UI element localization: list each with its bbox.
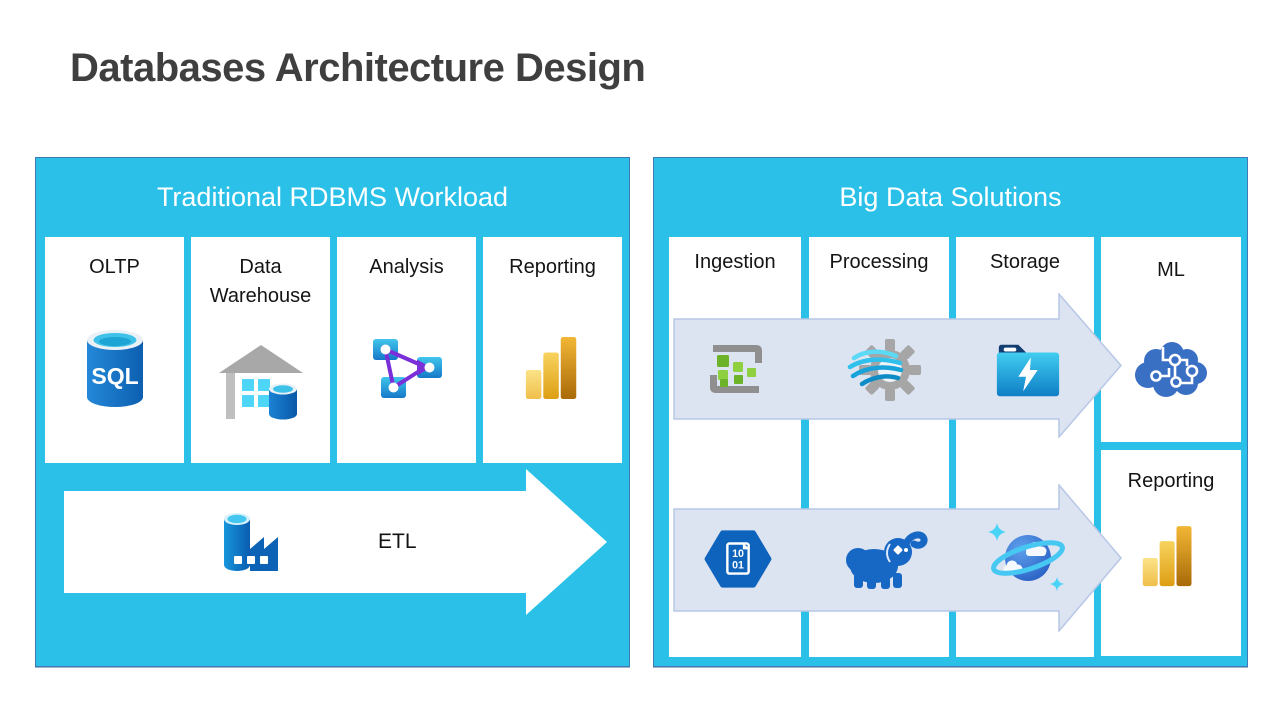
- left-panel-columns: OLTP SQL Data Warehouse: [45, 237, 622, 463]
- sql-database-icon: SQL: [82, 282, 148, 463]
- etl-label: ETL: [378, 530, 417, 553]
- column-reporting: Reporting: [483, 237, 622, 463]
- cell-reporting-label: Reporting: [1127, 470, 1215, 492]
- etl-arrow: ETL: [64, 469, 609, 615]
- svg-text:SQL: SQL: [91, 363, 138, 389]
- cell-ml: ML: [1101, 237, 1241, 442]
- cell-ml-label: ML: [1157, 259, 1185, 281]
- data-factory-icon: [220, 509, 296, 575]
- cell-reporting: Reporting: [1101, 450, 1241, 656]
- hadoop-icon: [840, 526, 928, 590]
- column-data-warehouse: Data Warehouse: [191, 237, 330, 463]
- etl-arrow-shape: [64, 469, 607, 615]
- data-warehouse-icon: [217, 311, 305, 463]
- etl-arrow-content: ETL: [64, 491, 526, 593]
- data-lake-storage-icon: [993, 338, 1063, 400]
- column-analysis: Analysis: [337, 237, 476, 463]
- big-data-panel: Big Data Solutions Ingestion Processing …: [653, 157, 1248, 667]
- column-oltp: OLTP SQL: [45, 237, 184, 463]
- column-analysis-label: Analysis: [369, 256, 444, 278]
- column-processing-label: Processing: [829, 251, 929, 273]
- column-reporting-label: Reporting: [509, 256, 596, 278]
- svg-text:01: 01: [732, 560, 744, 572]
- svg-text:10: 10: [732, 548, 744, 560]
- stream-analytics-icon: [844, 336, 924, 402]
- left-panel-title: Traditional RDBMS Workload: [156, 181, 509, 212]
- analysis-services-icon: [367, 282, 447, 463]
- traditional-rdbms-panel: Traditional RDBMS Workload OLTP SQL: [35, 157, 630, 667]
- column-storage-label: Storage: [989, 251, 1061, 273]
- column-oltp-label: OLTP: [89, 256, 140, 278]
- event-hubs-icon: [700, 337, 772, 401]
- column-data-warehouse-label: Data Warehouse: [209, 256, 312, 307]
- right-panel-title: Big Data Solutions: [839, 181, 1062, 212]
- cosmos-db-icon: [985, 520, 1071, 596]
- power-bi-icon: [522, 282, 584, 463]
- power-bi-icon: [1139, 522, 1199, 592]
- binary-file-hexagon-icon: 10 01: [703, 528, 773, 590]
- page-title: Databases Architecture Design: [70, 46, 646, 90]
- column-ingestion-label: Ingestion: [694, 251, 776, 273]
- machine-learning-brain-icon: [1129, 337, 1213, 401]
